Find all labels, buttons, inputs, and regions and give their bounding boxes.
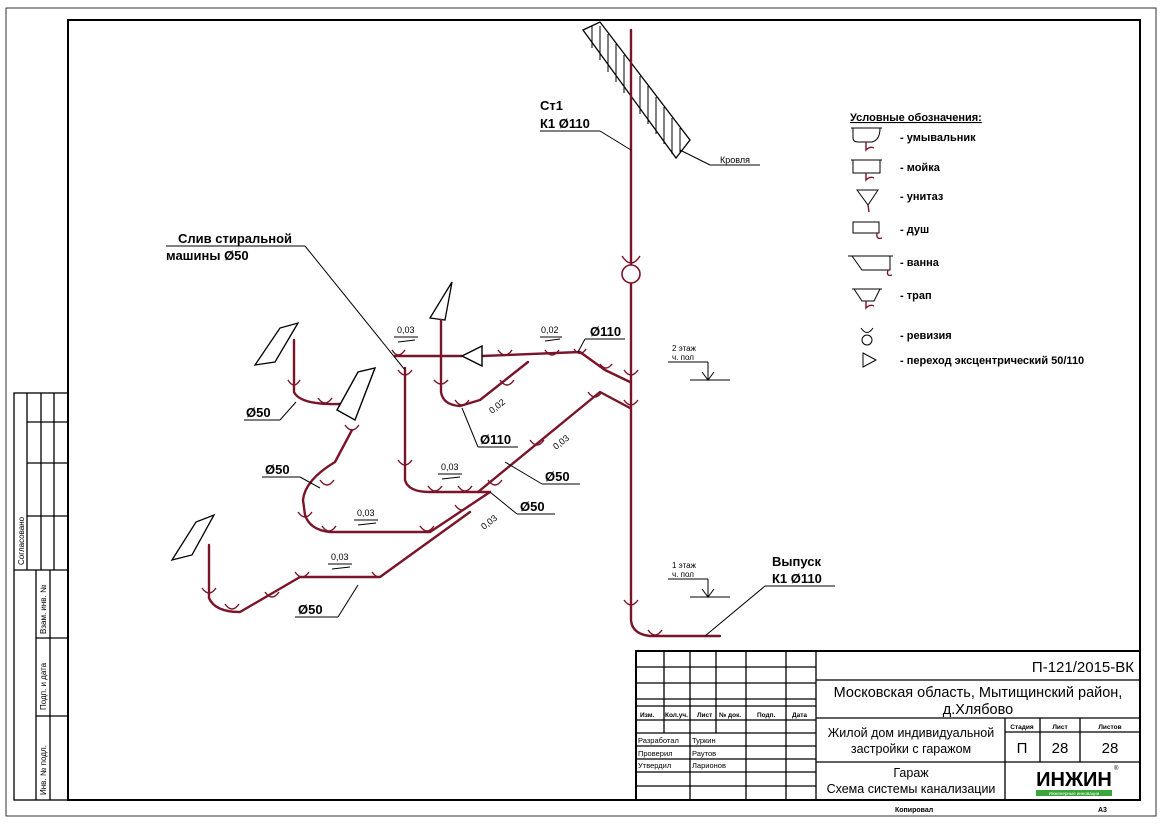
- eccentric-reducer-icon: [862, 352, 878, 368]
- toilet-icon: [856, 189, 879, 213]
- washing-machine-drain-icon: [336, 367, 377, 422]
- left-branch-pipe: [292, 338, 492, 534]
- riser-name: Ст1: [540, 98, 563, 113]
- washbasin-left-icon: [253, 321, 300, 366]
- legend-label: - трап: [900, 290, 932, 302]
- pipe-fittings: [201, 348, 663, 636]
- washbasin-icon: [851, 127, 882, 152]
- document-code: П-121/2015-ВК: [1032, 659, 1134, 676]
- toilet-pipe: [439, 318, 530, 408]
- washbasin-bottom-icon: [170, 513, 216, 562]
- floor1-sublabel: ч. пол: [672, 570, 694, 579]
- revision-icon: [860, 327, 874, 346]
- side-strip: Согласовано Взам. инв. № Подп. и дата Ин…: [13, 392, 69, 801]
- shower-icon: [852, 221, 883, 240]
- sheet-header: Лист: [1052, 724, 1067, 731]
- upper-branch-pipe: [393, 350, 632, 384]
- diameter-label: Ø50: [520, 499, 545, 514]
- diameter-label: Ø110: [480, 432, 511, 447]
- agreed-label: Согласовано: [17, 516, 26, 565]
- role-name: Ларионов: [692, 761, 726, 770]
- inv-orig-label: Инв. № подл.: [39, 745, 48, 795]
- floor2-sublabel: ч. пол: [672, 353, 694, 362]
- roof-label: Кровля: [720, 155, 750, 165]
- svg-text:®: ®: [1114, 765, 1119, 772]
- sink-icon: [851, 159, 882, 182]
- drawing-frame: [67, 19, 1141, 801]
- legend-label: - душ: [900, 224, 929, 236]
- roof-hatch: [582, 21, 691, 160]
- sign-date-label: Подп. и дата: [39, 662, 48, 710]
- object-line1: Жилой дом индивидуальной: [828, 726, 994, 740]
- outlet-spec: К1 Ø110: [772, 571, 822, 586]
- outlet-name: Выпуск: [772, 554, 821, 569]
- col-header: Изм.: [640, 712, 655, 719]
- slope-label: 0,03: [551, 433, 571, 452]
- role-name: Раутов: [692, 749, 716, 758]
- col-header: № док.: [719, 712, 741, 719]
- slope-label: 0,03: [331, 552, 349, 562]
- col-header: Лист: [697, 712, 712, 719]
- sheet-title-line2: Схема системы канализации: [827, 782, 996, 796]
- floor2-label: 2 этаж: [672, 344, 697, 353]
- diameter-label: Ø50: [298, 602, 323, 617]
- logo-text: ИНЖИН: [1036, 769, 1112, 791]
- eccentric-reducer-icon: [460, 344, 483, 368]
- sheet-title-line1: Гараж: [893, 766, 929, 780]
- legend-label: - ванна: [900, 257, 940, 269]
- company-logo: ИНЖИН Инженерные инновации ®: [1032, 764, 1119, 798]
- diameter-label: Ø50: [246, 405, 271, 420]
- sheets-header: Листов: [1098, 724, 1121, 731]
- slope-label: 0,03: [479, 513, 499, 532]
- stage-header: Стадия: [1010, 724, 1034, 731]
- revision-icon: [621, 255, 641, 284]
- slope-label: 0,03: [441, 462, 459, 472]
- toilet-icon: [428, 281, 453, 321]
- washer-label-1: Слив стиральной: [178, 231, 292, 246]
- bathtub-icon: [848, 255, 893, 277]
- inv-replace-label: Взам. инв. №: [39, 584, 48, 634]
- legend: Условные обозначения: - умывальник - мой…: [848, 112, 1084, 368]
- role-name: Туркин: [692, 736, 716, 745]
- slope-label: 0,03: [357, 508, 375, 518]
- bottom-branch-pipe: [207, 510, 472, 614]
- floor-drain-icon: [852, 288, 882, 310]
- diameter-label: Ø110: [590, 324, 621, 339]
- riser-pipe: [629, 28, 722, 638]
- role-label: Проверил: [638, 749, 673, 758]
- role-label: Разработал: [638, 736, 679, 745]
- object-line2: застройки с гаражом: [851, 742, 971, 756]
- legend-label: - мойка: [900, 162, 941, 174]
- legend-label: - переход эксцентрический 50/110: [900, 355, 1084, 367]
- diameter-label: Ø50: [265, 462, 290, 477]
- col-header: Дата: [792, 712, 807, 719]
- col-header: Кол.уч.: [665, 712, 688, 719]
- slope-label: 0,02: [487, 397, 507, 416]
- role-label: Утвердил: [638, 761, 671, 770]
- legend-label: - умывальник: [900, 132, 976, 144]
- legend-label: - унитаз: [900, 191, 944, 203]
- copied-label: Копировал: [895, 807, 933, 814]
- sheet-value: 28: [1052, 740, 1069, 757]
- sheets-value: 28: [1102, 740, 1119, 757]
- slope-label: 0,02: [541, 325, 559, 335]
- riser-spec: К1 Ø110: [540, 116, 590, 131]
- location-line1: Московская область, Мытищинский район,: [834, 685, 1123, 701]
- format-label: А3: [1098, 807, 1107, 814]
- title-block: Изм. Кол.уч. Лист № док. Подп. Дата Разр…: [635, 650, 1141, 814]
- floor1-label: 1 этаж: [672, 561, 697, 570]
- long-diagonal-pipe: [476, 390, 632, 494]
- slope-label: 0,03: [397, 325, 415, 335]
- logo-subtext: Инженерные инновации: [1049, 791, 1100, 796]
- stage-value: П: [1017, 740, 1028, 757]
- washer-pipe: [403, 366, 492, 494]
- washer-label-2: машины Ø50: [166, 248, 249, 263]
- legend-label: - ревизия: [900, 330, 952, 342]
- diameter-label: Ø50: [545, 469, 570, 484]
- legend-title: Условные обозначения:: [850, 112, 982, 124]
- sheet-border: [5, 7, 1157, 817]
- location-line2: д.Хлябово: [943, 702, 1013, 718]
- col-header: Подп.: [757, 712, 776, 719]
